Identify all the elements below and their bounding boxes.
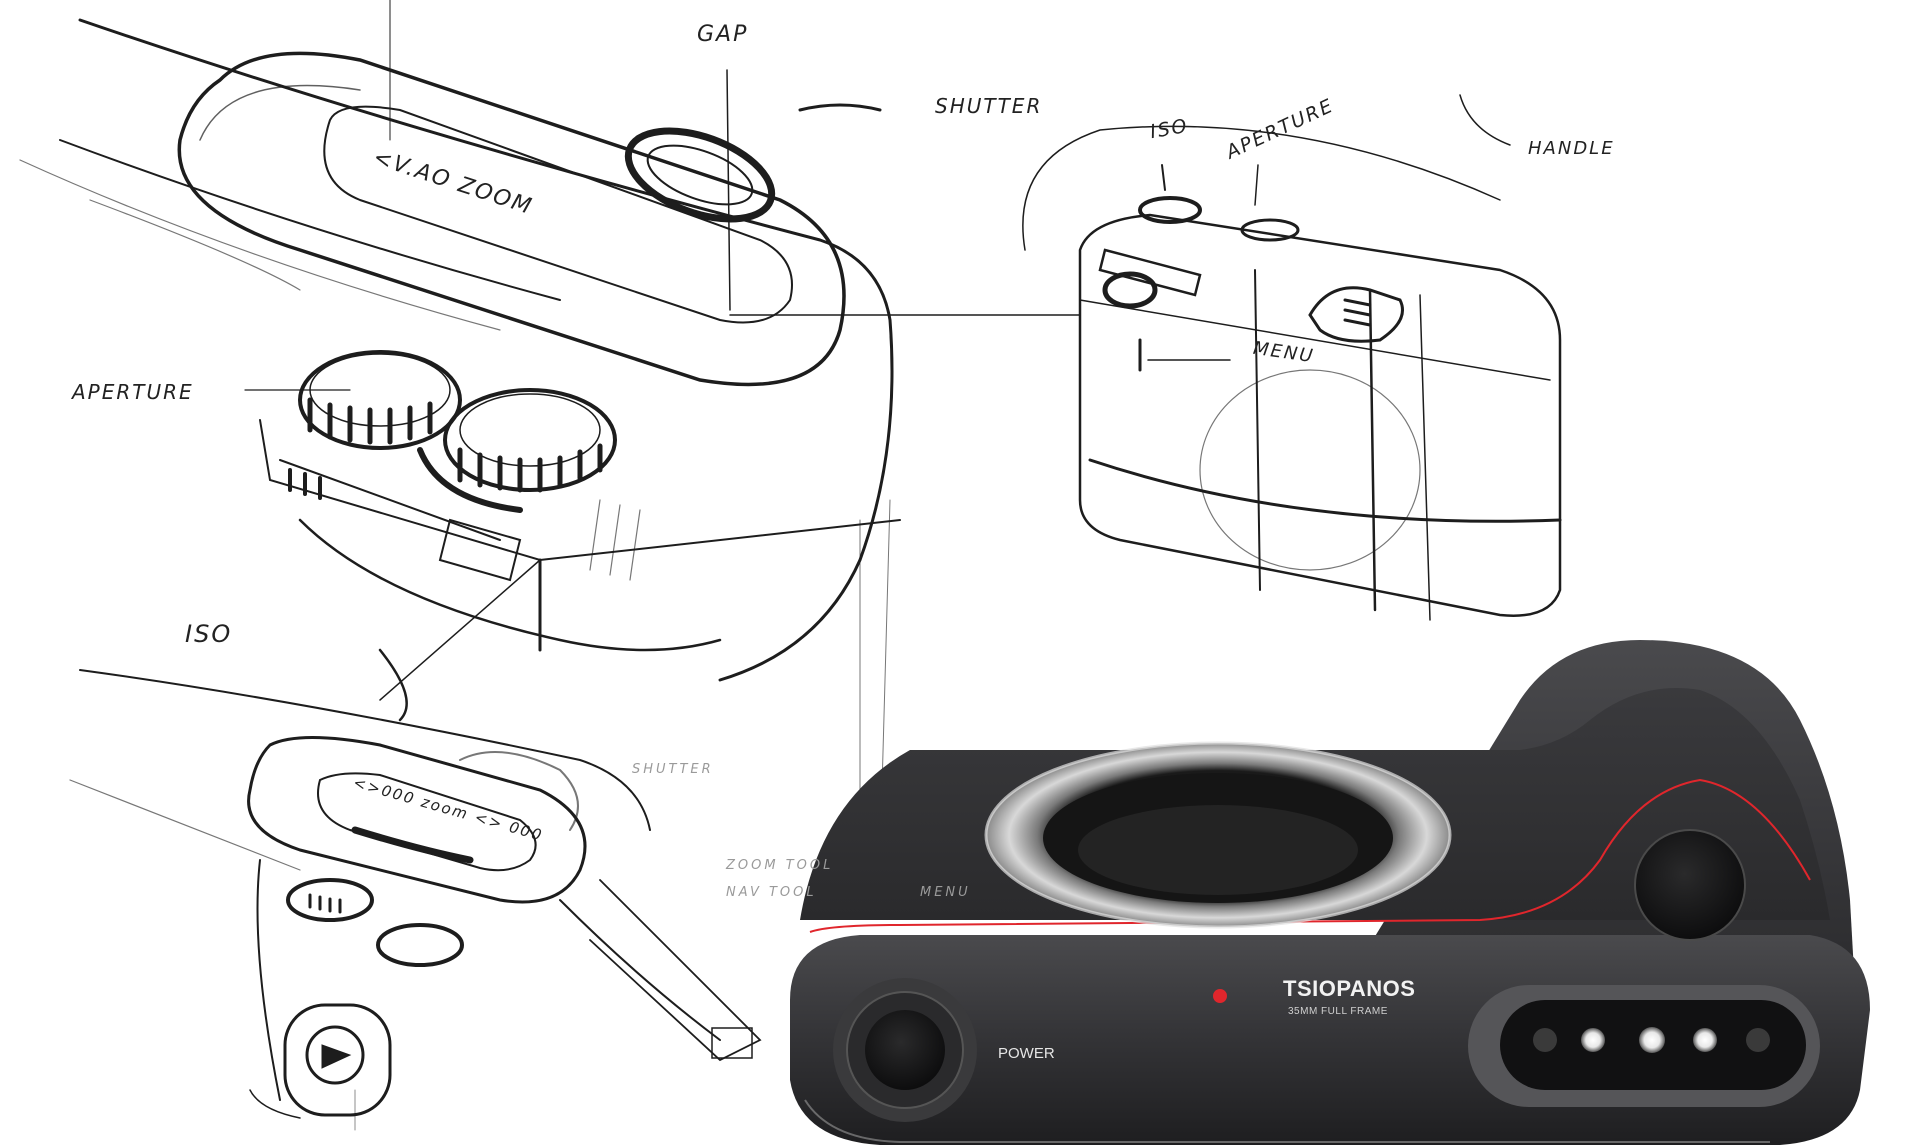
sketch-camera-top-left	[19, 0, 1081, 722]
annotation-menu-small: MENU	[920, 885, 971, 900]
brand-subtitle: 35MM FULL FRAME	[1288, 1006, 1388, 1017]
sketch-camera-top-right	[1022, 94, 1562, 621]
rendered-camera	[790, 640, 1870, 1145]
lens-mount	[984, 741, 1452, 929]
led-indicator	[1639, 1027, 1665, 1053]
annotation-zoom-tool: ZOOM TOOL	[726, 858, 834, 873]
mode-dial[interactable]	[1634, 829, 1746, 941]
power-button[interactable]	[833, 978, 977, 1122]
annotation-nav-tool: NAV TOOL	[726, 885, 817, 900]
annotation-handle: HANDLE	[1528, 138, 1615, 159]
annotation-iso-left: ISO	[185, 620, 233, 648]
led-indicator	[1693, 1028, 1717, 1052]
led-indicator	[1581, 1028, 1605, 1052]
status-led	[1213, 989, 1227, 1003]
led-indicator-window	[1468, 985, 1820, 1107]
annotation-shutter-small: SHUTTER	[632, 762, 714, 777]
accent-red-line	[809, 778, 1811, 933]
annotation-gap: GAP	[697, 22, 749, 47]
annotation-shutter: SHUTTER	[935, 94, 1043, 118]
sketch-camera-bottom-left	[69, 499, 891, 1131]
led-indicator	[1533, 1028, 1557, 1052]
led-indicator	[1746, 1028, 1770, 1052]
annotation-aperture: APERTURE	[72, 380, 194, 404]
power-label: POWER	[998, 1045, 1055, 1062]
brand-name: TSIOPANOS	[1283, 976, 1416, 1001]
